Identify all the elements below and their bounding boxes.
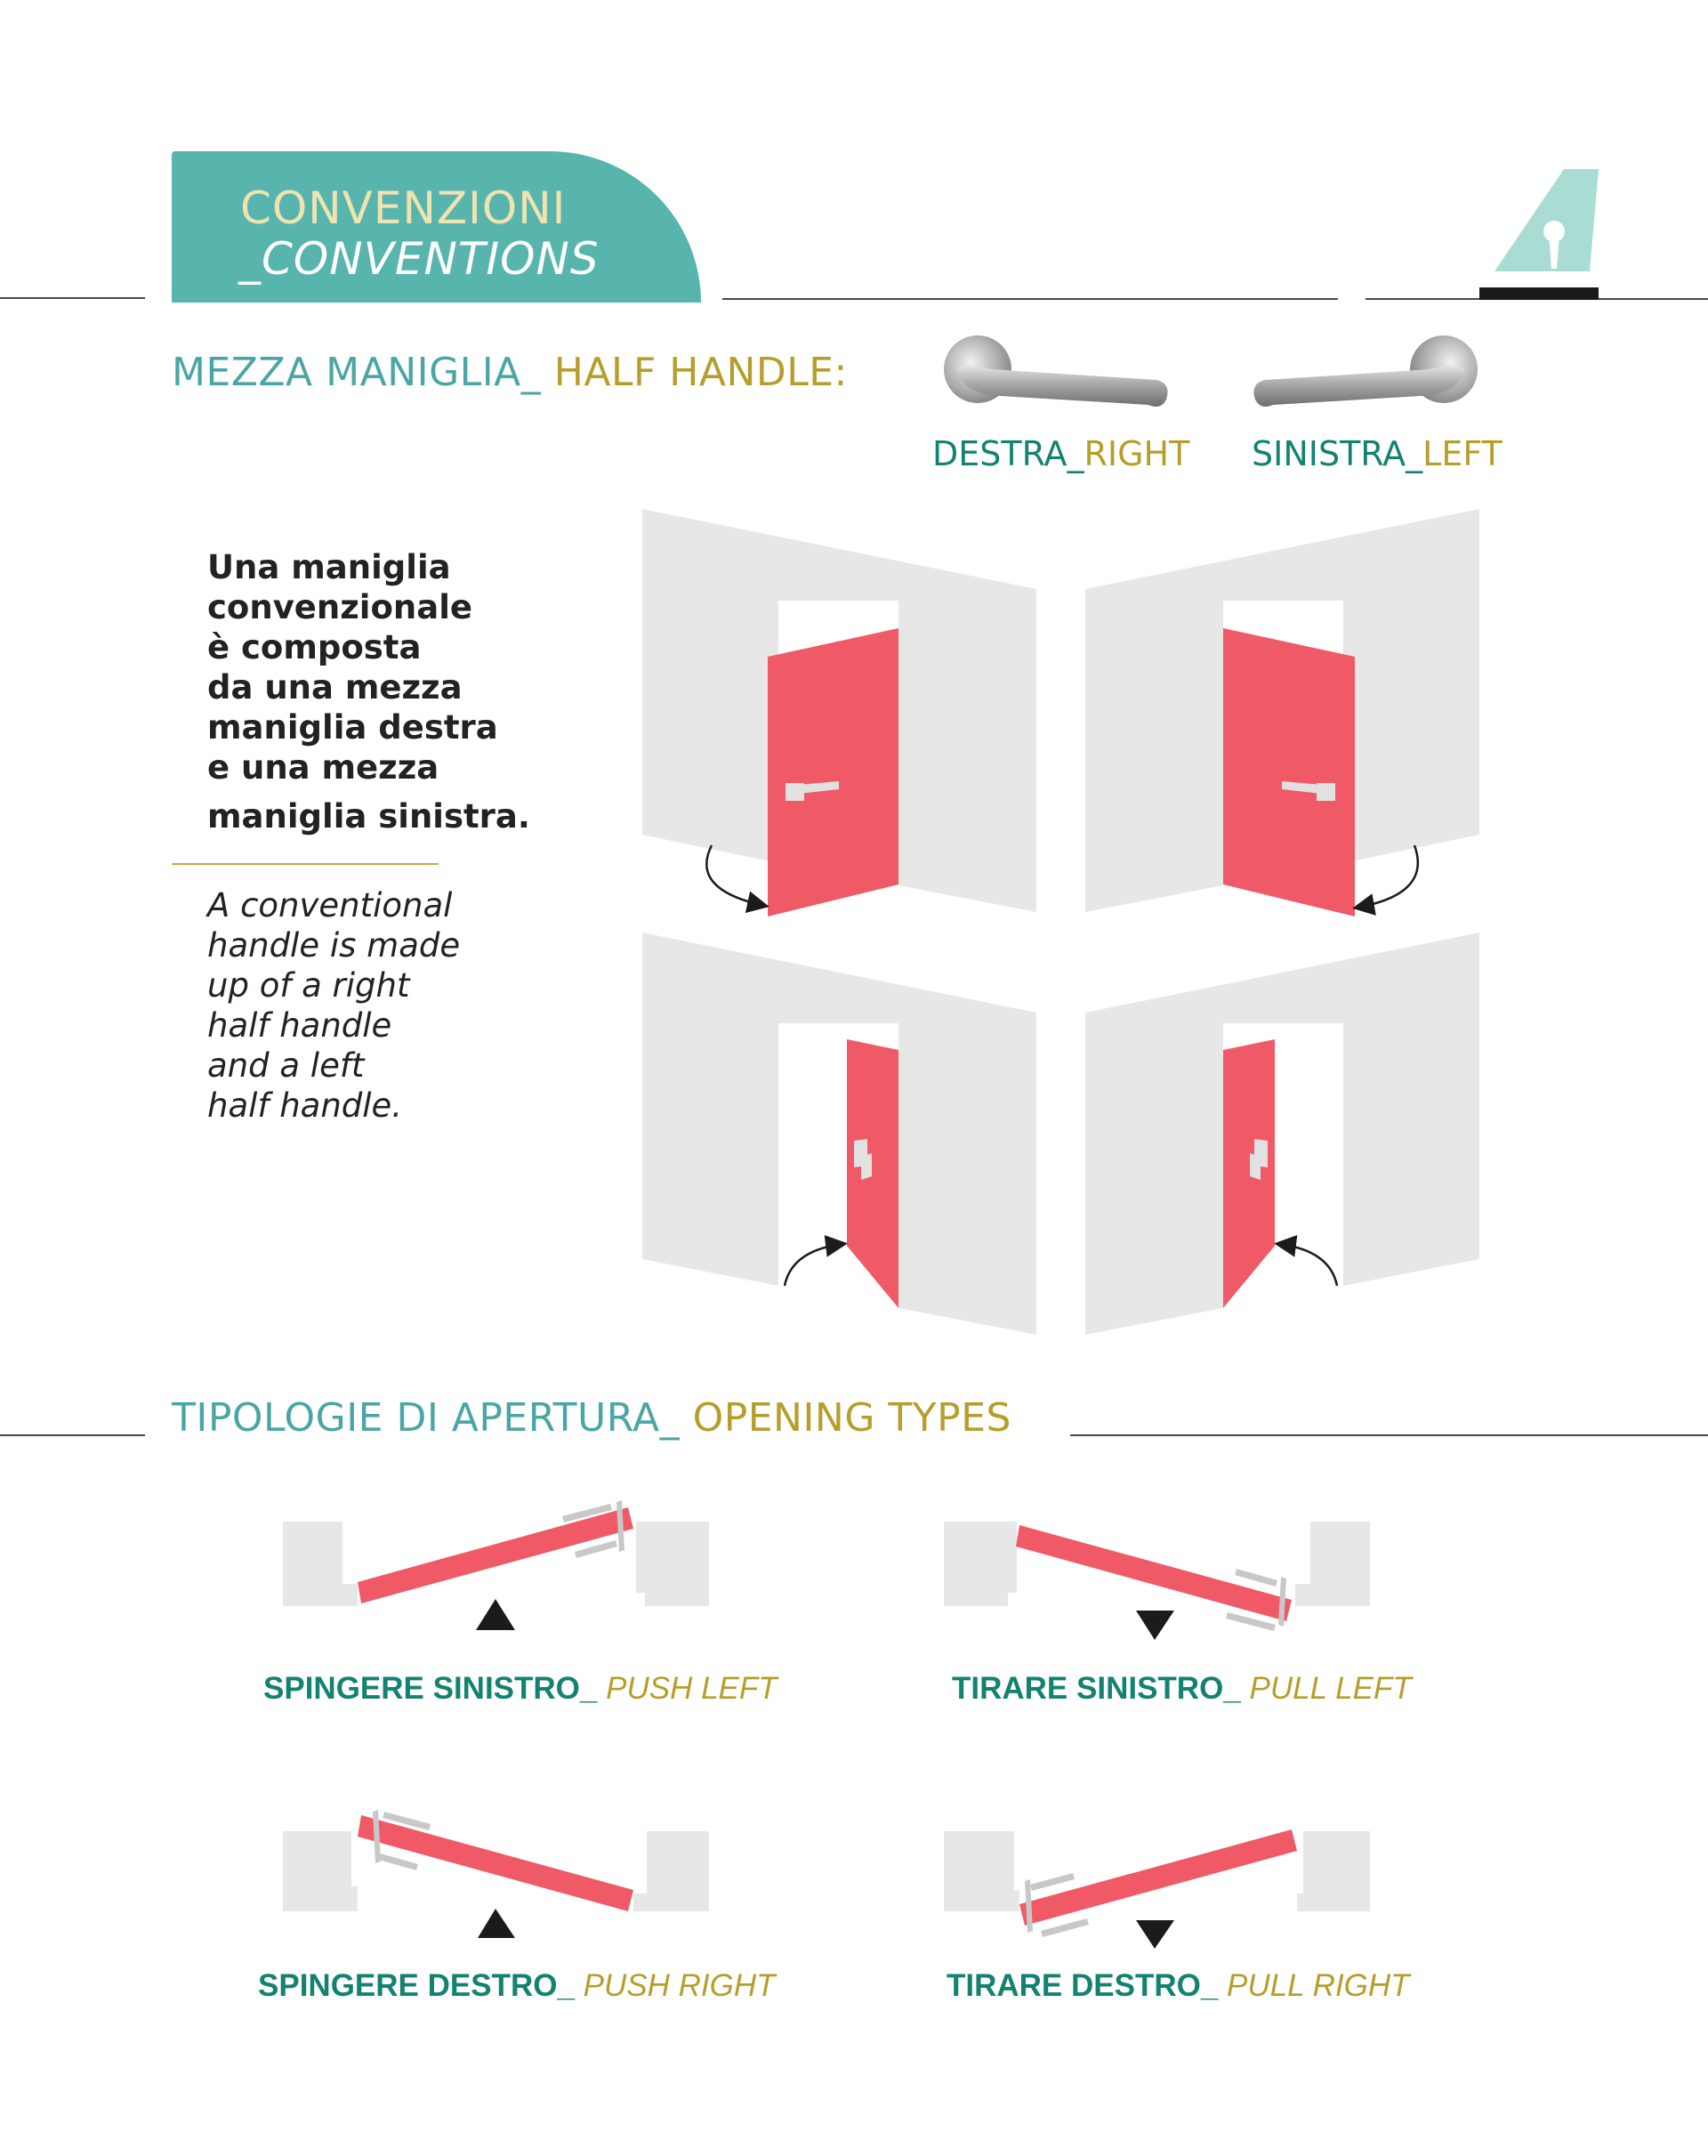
opening-types-heading-en: OPENING TYPES	[680, 1395, 1011, 1441]
door-panel-bottom-left	[642, 933, 1036, 1335]
opening-rule-right	[1070, 1434, 1708, 1436]
push-left-label: SPINGERE SINISTRO_ PUSH LEFT	[263, 1671, 777, 1707]
description-it-line: è composta	[207, 628, 422, 666]
description-it-line: maniglia destra	[207, 708, 498, 747]
right-label: DESTRA_RIGHT	[932, 434, 1189, 473]
right-label-en: RIGHT	[1084, 434, 1190, 473]
header-title-it: CONVENZIONI	[240, 182, 567, 234]
description-it-line: convenzionale	[207, 588, 472, 626]
opening-types-heading-it: TIPOLOGIE DI APERTURA_	[172, 1395, 681, 1441]
half-handle-heading-en: HALF HANDLE:	[541, 350, 848, 395]
description-it: Una maniglia convenzionale è composta da…	[207, 547, 599, 836]
pull-right-label: TIRARE DESTRO_ PULL RIGHT	[947, 1968, 1410, 2004]
pull-right-label-en: PULL RIGHT	[1218, 1968, 1410, 2003]
left-label-en: LEFT	[1422, 434, 1503, 473]
description-en-line: A conventional	[207, 886, 453, 925]
description-en: A conventional handle is made up of a ri…	[207, 885, 599, 1126]
left-half-handle-icon	[1253, 335, 1478, 407]
pull-left-label: TIRARE SINISTRO_ PULL LEFT	[952, 1671, 1412, 1707]
pull-left-diagram	[944, 1522, 1370, 1640]
push-right-label: SPINGERE DESTRO_ PUSH RIGHT	[258, 1968, 776, 2004]
description-en-line: up of a right	[207, 966, 410, 1005]
header-rule-middle	[722, 298, 1338, 300]
description-en-line: and a left	[207, 1046, 365, 1085]
push-right-label-en: PUSH RIGHT	[574, 1968, 776, 2003]
opening-rule-left	[0, 1434, 145, 1436]
door-panel-bottom-right	[1085, 933, 1479, 1335]
door-panel-top-left	[642, 509, 1036, 917]
description-divider	[172, 863, 439, 865]
push-left-diagram	[283, 1500, 709, 1630]
description-it-line: e una mezza	[207, 748, 439, 787]
header-title-en: _CONVENTIONS	[238, 233, 600, 285]
push-right-label-it: SPINGERE DESTRO_	[258, 1968, 575, 2003]
door-panel-top-right	[1085, 509, 1479, 917]
description-it-line: da una mezza	[207, 668, 463, 707]
half-handle-heading: MEZZA MANIGLIA_ HALF HANDLE:	[172, 350, 848, 395]
brand-logo	[1494, 169, 1599, 271]
pull-right-diagram	[944, 1829, 1370, 1949]
push-left-label-en: PUSH LEFT	[597, 1671, 777, 1706]
description-it-line: maniglia sinistra.	[207, 797, 530, 836]
header-tab	[172, 151, 701, 303]
opening-types-heading: TIPOLOGIE DI APERTURA_ OPENING TYPES	[172, 1395, 1011, 1441]
logo-underline	[1479, 287, 1599, 300]
pull-left-label-it: TIRARE SINISTRO_	[952, 1671, 1241, 1706]
right-label-it: DESTRA_	[932, 434, 1084, 473]
description-en-line: handle is made	[207, 926, 461, 965]
pull-left-label-en: PULL LEFT	[1240, 1671, 1412, 1706]
pull-right-label-it: TIRARE DESTRO_	[947, 1968, 1219, 2003]
left-label-it: SINISTRA_	[1252, 434, 1423, 473]
description-en-line: half handle.	[207, 1086, 403, 1125]
push-left-label-it: SPINGERE SINISTRO_	[263, 1671, 598, 1706]
right-half-handle-icon	[944, 335, 1168, 407]
push-right-diagram	[283, 1810, 709, 1938]
left-label: SINISTRA_LEFT	[1252, 434, 1503, 473]
description-en-line: half handle	[207, 1006, 392, 1045]
description-it-line: Una maniglia	[207, 548, 451, 586]
header-rule-left	[0, 297, 145, 299]
half-handle-heading-it: MEZZA MANIGLIA_	[172, 350, 542, 395]
